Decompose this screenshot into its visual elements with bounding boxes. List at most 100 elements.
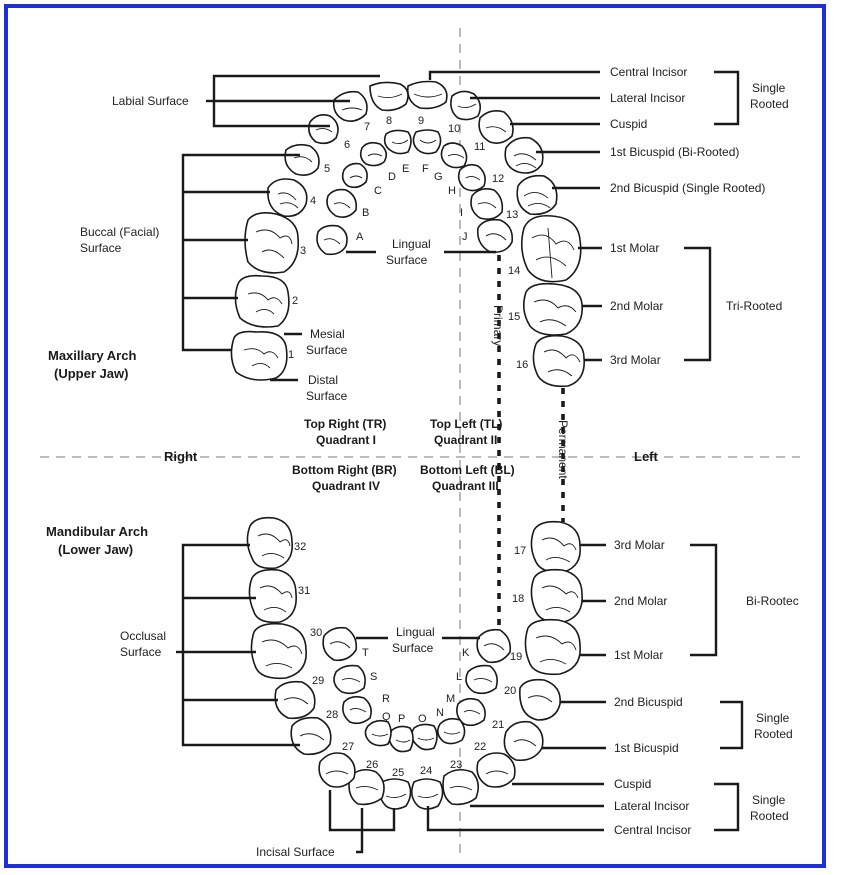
tooth-E bbox=[385, 130, 411, 153]
primary-letter-J: J bbox=[462, 231, 468, 243]
primary-letter-R: R bbox=[382, 693, 390, 705]
primary-letter-O: O bbox=[418, 713, 427, 725]
tooth-B bbox=[327, 190, 356, 218]
occlusal-surface-label-1: Occlusal bbox=[120, 629, 166, 643]
tooth-G bbox=[441, 143, 466, 168]
tooth-9 bbox=[408, 82, 447, 109]
tri-rooted-label: Tri-Rooted bbox=[726, 299, 782, 313]
tri-rooted-bracket bbox=[684, 248, 710, 360]
lingual-upper-label-2: Surface bbox=[386, 253, 428, 267]
maxillary-arch-label-2: (Upper Jaw) bbox=[54, 366, 128, 381]
l-cuspid-label: Cuspid bbox=[614, 777, 651, 791]
tooth-number-15: 15 bbox=[508, 311, 520, 323]
tooth-14 bbox=[522, 216, 581, 282]
single-rooted-upper-bracket bbox=[714, 72, 738, 124]
tooth-K bbox=[477, 630, 510, 663]
lingual-lower-label-1: Lingual bbox=[396, 625, 435, 639]
tooth-28 bbox=[291, 718, 331, 755]
tooth-A bbox=[317, 226, 347, 255]
tooth-N bbox=[438, 719, 465, 744]
tooth-12 bbox=[505, 138, 543, 173]
primary-label: Primary bbox=[491, 305, 505, 346]
tooth-20 bbox=[520, 680, 560, 720]
single-rooted-upper-label-2: Rooted bbox=[750, 97, 789, 111]
mesial-label-2: Surface bbox=[306, 343, 348, 357]
tooth-P bbox=[389, 726, 413, 751]
tooth-27 bbox=[319, 753, 355, 787]
tooth-number-5: 5 bbox=[324, 163, 330, 175]
left-label: Left bbox=[634, 449, 659, 464]
primary-letter-Q: Q bbox=[382, 711, 391, 723]
single-rooted-lower-b-label-2: Rooted bbox=[750, 809, 789, 823]
tooth-17 bbox=[531, 522, 580, 573]
buccal-surface-label-1: Buccal (Facial) bbox=[80, 225, 159, 239]
single-rooted-lower-b-bracket bbox=[714, 784, 738, 830]
tooth-23 bbox=[443, 770, 478, 805]
l-bicuspid-1-label: 1st Bicuspid bbox=[614, 741, 679, 755]
tooth-number-1: 1 bbox=[288, 349, 294, 361]
primary-letter-A: A bbox=[356, 231, 364, 243]
primary-letter-G: G bbox=[434, 171, 443, 183]
tooth-number-9: 9 bbox=[418, 115, 424, 127]
tooth-2 bbox=[235, 276, 288, 327]
primary-letter-B: B bbox=[362, 207, 369, 219]
tooth-number-4: 4 bbox=[310, 195, 316, 207]
labial-surface-label: Labial Surface bbox=[112, 94, 189, 108]
tooth-15 bbox=[524, 284, 582, 335]
tooth-R bbox=[343, 697, 371, 724]
tooth-31 bbox=[249, 570, 296, 623]
tooth-number-24: 24 bbox=[420, 765, 432, 777]
tooth-1 bbox=[231, 332, 286, 380]
tooth-C bbox=[343, 164, 367, 188]
molar-1-label: 1st Molar bbox=[610, 241, 659, 255]
tooth-number-22: 22 bbox=[474, 741, 486, 753]
central-incisor-label: Central Incisor bbox=[610, 65, 687, 79]
single-rooted-lower-a-label-1: Single bbox=[756, 711, 790, 725]
tooth-number-6: 6 bbox=[344, 139, 350, 151]
tooth-L bbox=[466, 666, 497, 694]
tooth-29 bbox=[275, 682, 315, 719]
tooth-T bbox=[323, 628, 356, 661]
tooth-number-8: 8 bbox=[386, 115, 392, 127]
tooth-16 bbox=[533, 336, 584, 387]
tooth-19 bbox=[525, 620, 580, 675]
tooth-number-19: 19 bbox=[510, 651, 522, 663]
primary-letter-T: T bbox=[362, 647, 369, 659]
l-molar-2-label: 2nd Molar bbox=[614, 594, 667, 608]
tooth-30 bbox=[251, 624, 306, 679]
quadrant-br-label-2: Quadrant IV bbox=[312, 479, 380, 493]
tooth-number-21: 21 bbox=[492, 719, 504, 731]
primary-letter-C: C bbox=[374, 185, 382, 197]
tooth-number-28: 28 bbox=[326, 709, 338, 721]
tooth-number-7: 7 bbox=[364, 121, 370, 133]
tooth-number-25: 25 bbox=[392, 767, 404, 779]
tooth-6 bbox=[309, 115, 338, 143]
tooth-number-26: 26 bbox=[366, 759, 378, 771]
distal-label-1: Distal bbox=[308, 373, 338, 387]
bicuspid-1-label: 1st Bicuspid (Bi-Rooted) bbox=[610, 145, 739, 159]
quadrant-tl-label-1: Top Left (TL) bbox=[430, 417, 502, 431]
quadrant-bl-label-1: Bottom Left (BL) bbox=[420, 463, 515, 477]
central-incisor-line bbox=[430, 72, 600, 80]
bi-rooted-bracket bbox=[690, 545, 716, 655]
tooth-number-3: 3 bbox=[300, 245, 306, 257]
tooth-S bbox=[334, 666, 365, 694]
tooth-number-29: 29 bbox=[312, 675, 324, 687]
single-rooted-lower-a-label-2: Rooted bbox=[754, 727, 793, 741]
occlusal-surface-label-2: Surface bbox=[120, 645, 162, 659]
right-label: Right bbox=[164, 449, 198, 464]
primary-letter-L: L bbox=[456, 671, 462, 683]
tooth-number-18: 18 bbox=[512, 593, 524, 605]
l-lateral-incisor-label: Lateral Incisor bbox=[614, 799, 689, 813]
tooth-10 bbox=[451, 91, 480, 119]
primary-letter-S: S bbox=[370, 671, 377, 683]
primary-letter-I: I bbox=[460, 207, 463, 219]
tooth-18 bbox=[531, 570, 582, 623]
tooth-H bbox=[459, 165, 485, 191]
tooth-J bbox=[478, 220, 513, 253]
quadrant-bl-label-2: Quadrant III bbox=[432, 479, 499, 493]
tooth-number-14: 14 bbox=[508, 265, 520, 277]
quadrant-tl-label-2: Quadrant II bbox=[434, 433, 497, 447]
tooth-number-30: 30 bbox=[310, 627, 322, 639]
